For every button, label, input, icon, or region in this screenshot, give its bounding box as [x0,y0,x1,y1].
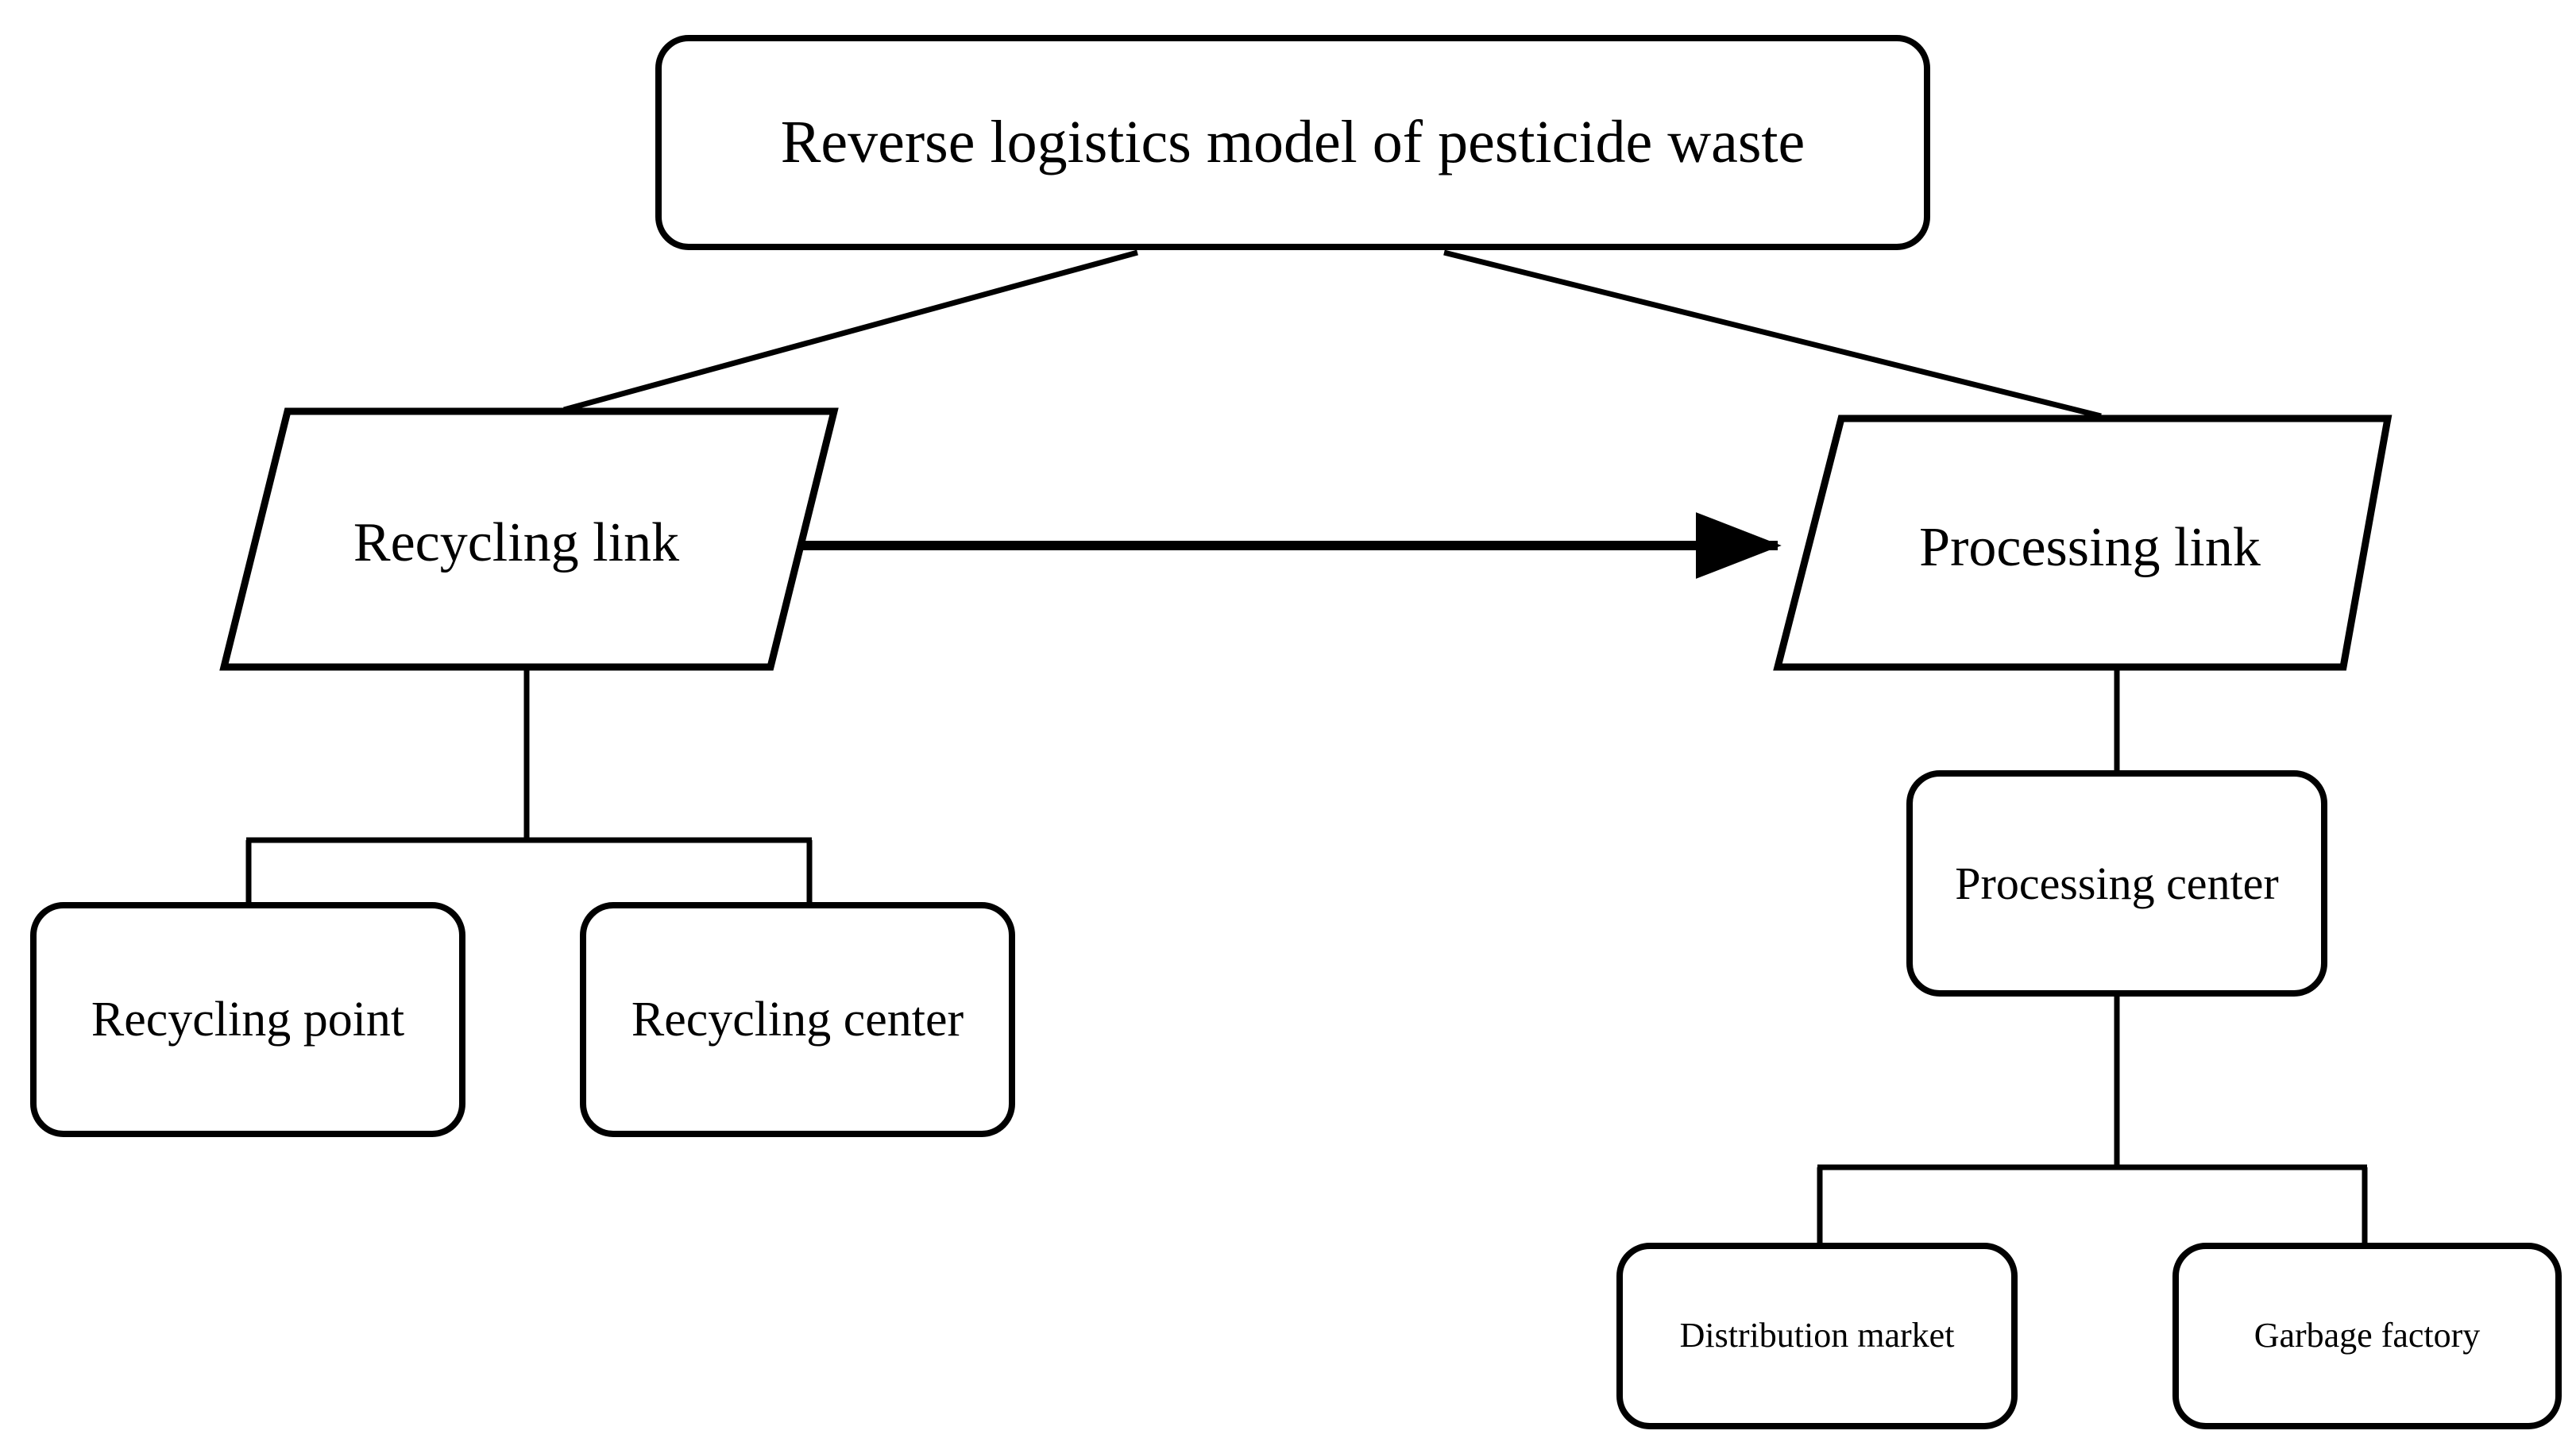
node-garbage-factory[interactable]: Garbage factory [2172,1243,2562,1429]
node-label-processing-link: Processing link [1919,517,2261,578]
node-distribution-market[interactable]: Distribution market [1616,1243,2018,1429]
node-label-wrap-processing-link: Processing link [1816,411,2364,684]
node-label-distribution-market: Distribution market [1679,1316,1955,1355]
node-label-recycling-point: Recycling point [91,992,405,1047]
node-label-recycling-center: Recycling center [631,992,964,1047]
node-recycling-center[interactable]: Recycling center [580,902,1015,1137]
node-label-processing-center: Processing center [1955,857,2279,909]
node-processing-link[interactable]: Processing link [1768,411,2404,684]
node-label-root: Reverse logistics model of pesticide was… [780,108,1806,175]
node-label-wrap-recycling-link: Recycling link [246,403,786,681]
node-label-garbage-factory: Garbage factory [2254,1316,2481,1355]
node-recycling-point[interactable]: Recycling point [30,902,465,1137]
node-processing-center[interactable]: Processing center [1906,770,2327,997]
node-reverse-logistics-model[interactable]: Reverse logistics model of pesticide was… [655,35,1930,250]
parallelogram-shape-processing-link [1773,415,2393,671]
edge-root-to-recycling-link [563,249,1138,413]
node-label-recycling-link: Recycling link [353,511,680,573]
edge-root-to-processing-link [1443,249,2102,419]
node-recycling-link[interactable]: Recycling link [214,403,850,681]
